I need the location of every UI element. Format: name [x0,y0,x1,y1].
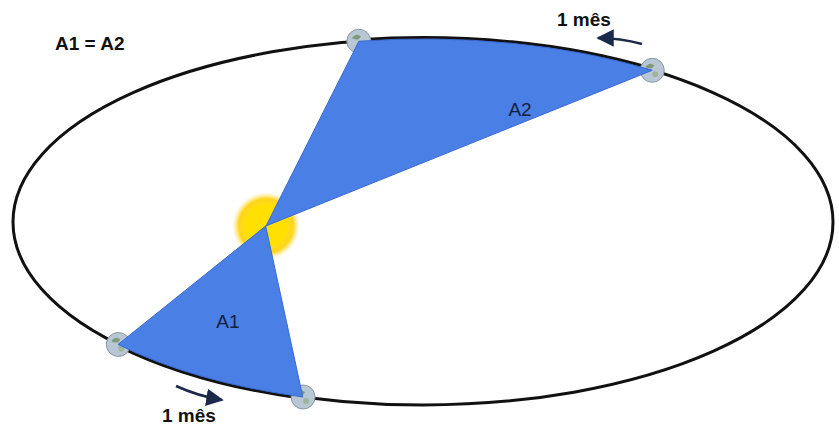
orbit-ellipse [13,39,833,405]
planet-land [111,338,120,343]
equation-label: A1 = A2 [55,33,125,55]
motion-arrow [176,386,222,400]
area-label: A2 [508,99,531,121]
area-sector: A2 [266,39,652,226]
sector-shape [118,226,303,397]
sector-shape [266,39,652,226]
motion-arrow [598,38,642,44]
area-sector: A1 [118,226,303,397]
planet-land [303,398,309,404]
planet-land [352,35,361,40]
sector-fill [118,226,303,397]
area-label: A1 [216,311,239,333]
planet-land [645,64,654,69]
sector-fill [266,39,652,226]
time-label: 1 mês [557,9,611,31]
planet-land [652,71,658,77]
time-label: 1 mês [162,405,216,427]
